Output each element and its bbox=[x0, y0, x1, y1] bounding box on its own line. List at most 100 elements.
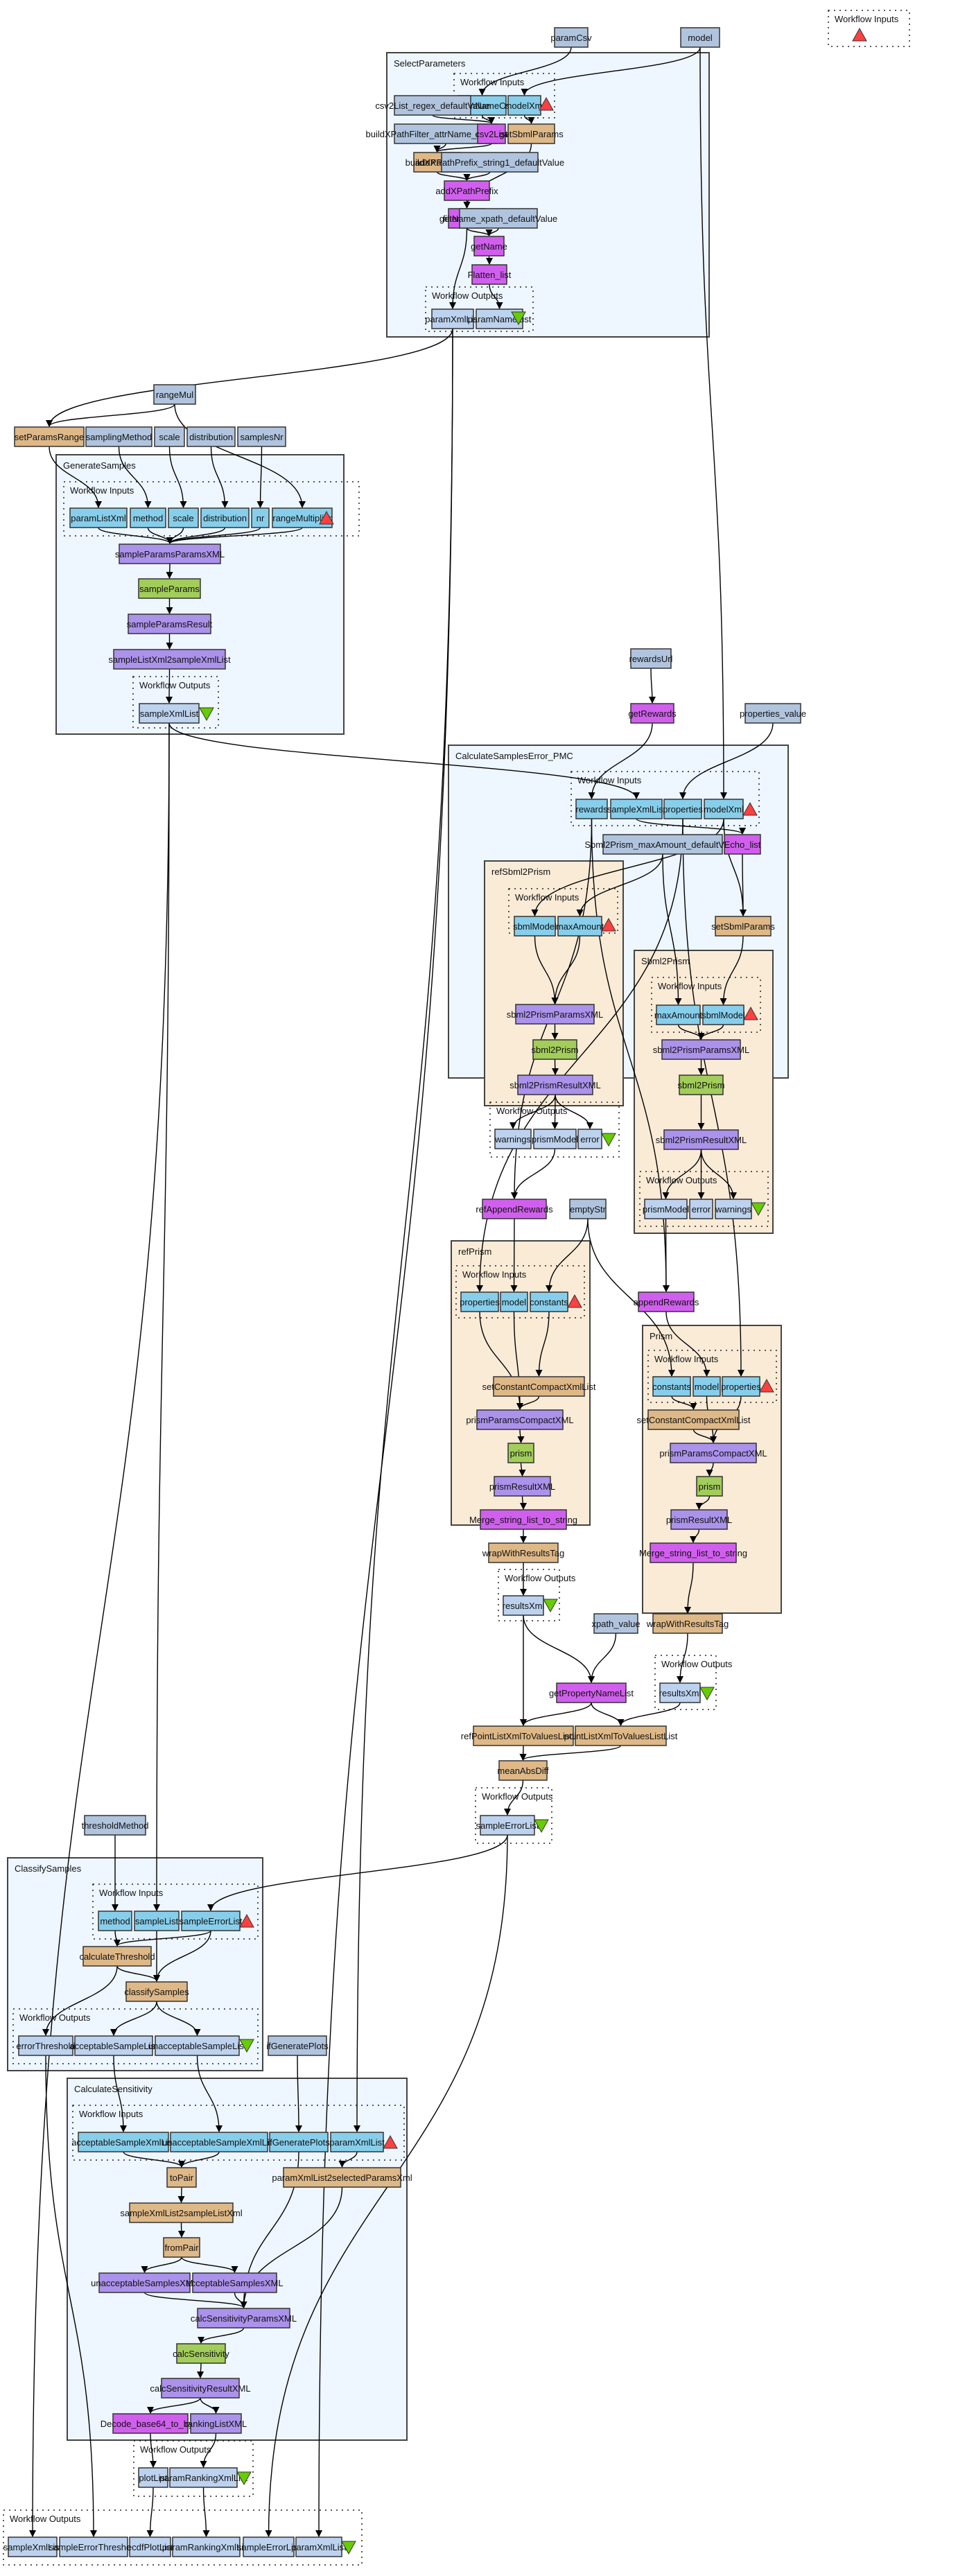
s2p-max-amount[interactable]: maxAmount bbox=[654, 1004, 703, 1025]
rs-params-xml[interactable]: sbml2PrismParamsXML bbox=[507, 1004, 603, 1025]
set-params-range-node[interactable]: setParamsRange bbox=[14, 426, 85, 447]
rp-params-xml[interactable]: prismParamsCompactXML bbox=[466, 1409, 574, 1430]
rs-out-prism-model[interactable]: prismModel bbox=[532, 1129, 578, 1149]
range-mul-node[interactable]: rangeMul bbox=[153, 384, 196, 405]
if-generate-plots-node[interactable]: ifGeneratePlots bbox=[266, 2035, 329, 2056]
s2p-sbml-model[interactable]: sbmlModel bbox=[702, 1004, 745, 1025]
s2p-out-prism-model[interactable]: prismModel bbox=[643, 1199, 689, 1219]
pr-params-xml[interactable]: prismParamsCompactXML bbox=[659, 1443, 767, 1463]
cse-acceptable[interactable]: acceptableSampleXmlList bbox=[71, 2132, 175, 2152]
cse-param-xml-list2[interactable]: paramXmlList2selectedParamsXml bbox=[272, 2167, 412, 2188]
sp-add-xpath-prefix-string[interactable]: addXPathPrefix_string1_defaultValue bbox=[415, 152, 564, 173]
pmc-get-property-name-list[interactable]: getPropertyNameList bbox=[549, 1682, 634, 1703]
pmc-echo-list[interactable]: Echo_list bbox=[724, 834, 761, 855]
pmc-ref-point-list[interactable]: refPointListXmlToValuesListList bbox=[461, 1725, 586, 1746]
s2p-params-xml[interactable]: sbml2PrismParamsXML bbox=[653, 1039, 749, 1060]
cse-sample-xml-list2[interactable]: sampleXmlList2sampleListXml bbox=[120, 2202, 243, 2223]
s2p-out-warnings[interactable]: warnings bbox=[715, 1199, 752, 1219]
cse-unacceptable[interactable]: unacceptableSampleXmlList bbox=[162, 2132, 276, 2152]
pr-constants[interactable]: constants bbox=[652, 1376, 691, 1397]
pr-out-results-xml[interactable]: resultsXml bbox=[659, 1682, 702, 1703]
properties-value-node[interactable]: properties_value bbox=[740, 703, 806, 724]
cse-calc-service[interactable]: calcSensitivity bbox=[173, 2343, 229, 2364]
pmc-point-list[interactable]: pointListXmlToValuesListList bbox=[564, 1725, 678, 1746]
gs-method[interactable]: method bbox=[130, 507, 166, 528]
scale-node[interactable]: scale bbox=[154, 426, 185, 447]
cs-out-acceptable[interactable]: acceptableSampleList bbox=[69, 2035, 158, 2056]
pmc-xpath-value[interactable]: xpath_value bbox=[591, 1613, 641, 1634]
final-out-1[interactable]: sampleErrorThreshold bbox=[49, 2536, 139, 2557]
rs-out-warnings[interactable]: warnings bbox=[494, 1129, 532, 1149]
gs-scale[interactable]: scale bbox=[168, 507, 199, 528]
rp-properties[interactable]: properties bbox=[460, 1291, 500, 1312]
rp-result-xml[interactable]: prismResultXML bbox=[489, 1476, 555, 1497]
sp-get-name-xpath[interactable]: getName_xpath_defaultValue bbox=[439, 208, 557, 229]
cse-unacceptable-xml[interactable]: unacceptableSamplesXML bbox=[91, 2272, 198, 2293]
gs-range-multiplier[interactable]: rangeMultiplier bbox=[272, 507, 333, 528]
cse-param-xml-list[interactable]: paramXmlList bbox=[329, 2132, 385, 2152]
sp-get-name[interactable]: getName bbox=[471, 236, 507, 256]
final-out-2[interactable]: ecdfPlotList bbox=[127, 2536, 174, 2557]
get-rewards-node[interactable]: getRewards bbox=[628, 703, 677, 724]
cse-calc-result-xml[interactable]: calcSensitivityResultXML bbox=[150, 2378, 251, 2399]
rs-max-amount[interactable]: maxAmount bbox=[556, 916, 604, 937]
rs-service[interactable]: sbml2Prism bbox=[532, 1039, 579, 1060]
rs-result-xml[interactable]: sbml2PrismResultXML bbox=[509, 1074, 601, 1095]
cs-method[interactable]: method bbox=[98, 1911, 132, 1931]
sp-csv2list-regex[interactable]: csv2List_regex_defaultValue bbox=[375, 95, 490, 116]
rp-service[interactable]: prism bbox=[507, 1443, 534, 1463]
cse-calc-params-xml[interactable]: calcSensitivityParamsXML bbox=[191, 2308, 297, 2329]
cse-decode[interactable]: Decode_base64_to_byte bbox=[101, 2413, 201, 2434]
gs-distribution[interactable]: distribution bbox=[200, 507, 250, 528]
gs-sample-params[interactable]: sampleParams bbox=[138, 578, 201, 599]
rp-set-constant[interactable]: setConstantCompactXmlList bbox=[482, 1376, 596, 1397]
gs-sample-params-result[interactable]: sampleParamsResult bbox=[127, 613, 213, 634]
pr-merge[interactable]: Merge_string_list_to_string bbox=[639, 1542, 747, 1563]
cs-out-error-threshold[interactable]: errorThreshold bbox=[16, 2035, 76, 2056]
pr-properties[interactable]: properties bbox=[721, 1376, 761, 1397]
pmc-model-xml[interactable]: modelXml bbox=[704, 799, 744, 819]
cs-classify[interactable]: classifySamples bbox=[124, 1981, 189, 2002]
cs-out-unacceptable[interactable]: unacceptableSampleList bbox=[148, 2035, 247, 2056]
gs-sample-list-xml2[interactable]: sampleListXml2sampleXmlList bbox=[108, 649, 231, 670]
rs-sbml-model[interactable]: sbmlModel bbox=[513, 916, 557, 937]
pmc-out-sample-error-list[interactable]: sampleErrorList bbox=[476, 1815, 539, 1836]
pr-result-xml[interactable]: prismResultXML bbox=[666, 1509, 732, 1530]
threshold-method-node[interactable]: thresholdMethod bbox=[82, 1815, 149, 1836]
cs-sample-error-list[interactable]: sampleErrorList bbox=[179, 1911, 243, 1931]
final-out-3[interactable]: paramRankingXmlList bbox=[162, 2536, 251, 2557]
rp-merge[interactable]: Merge_string_list_to_string bbox=[469, 1509, 577, 1530]
final-out-5[interactable]: paramXmlList bbox=[291, 2536, 347, 2557]
cse-acceptable-xml[interactable]: acceptableSamplesXML bbox=[186, 2272, 284, 2293]
sp-model-xml[interactable]: modelXml bbox=[505, 95, 545, 116]
sp-csv2list[interactable]: csv2List bbox=[476, 123, 508, 144]
pmc-ref-append-rewards[interactable]: refAppendRewards bbox=[476, 1199, 553, 1219]
cse-if-generate-plots[interactable]: ifGeneratePlots bbox=[268, 2132, 330, 2152]
rp-model[interactable]: model bbox=[500, 1291, 528, 1312]
gs-param-list-xml[interactable]: paramListXml bbox=[69, 507, 128, 528]
pmc-mean-abs-diff[interactable]: meanAbsDiff bbox=[497, 1760, 549, 1781]
gs-out-sample-xml-list[interactable]: sampleXmlList bbox=[139, 703, 200, 724]
cse-out-param-ranking[interactable]: paramRankingXmlList bbox=[159, 2467, 248, 2488]
distribution-node[interactable]: distribution bbox=[186, 426, 236, 447]
sp-out-param-xml-list[interactable]: paramXmlList bbox=[425, 308, 480, 329]
pr-set-constant[interactable]: setConstantCompactXmlList bbox=[636, 1409, 751, 1430]
final-out-4[interactable]: sampleErrorList bbox=[237, 2536, 300, 2557]
cs-sample-list[interactable]: sampleList bbox=[134, 1911, 180, 1931]
model-node[interactable]: model bbox=[680, 27, 720, 48]
pmc-append-rewards[interactable]: appendRewards bbox=[634, 1291, 699, 1312]
cse-from-pair[interactable]: fromPair bbox=[163, 2237, 200, 2258]
sp-add-xpath-prefix[interactable]: addXPathPrefix bbox=[435, 180, 498, 201]
param-csv-node[interactable]: paramCsv bbox=[550, 27, 592, 48]
gs-nr[interactable]: nr bbox=[251, 507, 270, 528]
final-out-0[interactable]: sampleXmlList bbox=[3, 2536, 62, 2557]
pmc-empty-str[interactable]: emptyStr bbox=[569, 1199, 607, 1219]
gs-sample-params-params-xml[interactable]: sampleParamsParamsXML bbox=[115, 543, 225, 564]
samples-nr-node[interactable]: samplesNr bbox=[237, 426, 286, 447]
rp-out-results-xml[interactable]: resultsXml bbox=[503, 1595, 545, 1616]
pr-model[interactable]: model bbox=[692, 1376, 721, 1397]
rp-wrap[interactable]: wrapWithResultsTag bbox=[482, 1542, 565, 1563]
s2p-out-error[interactable]: error bbox=[689, 1199, 713, 1219]
pmc-rewards[interactable]: rewards bbox=[575, 799, 608, 819]
pmc-properties[interactable]: properties bbox=[663, 799, 703, 819]
